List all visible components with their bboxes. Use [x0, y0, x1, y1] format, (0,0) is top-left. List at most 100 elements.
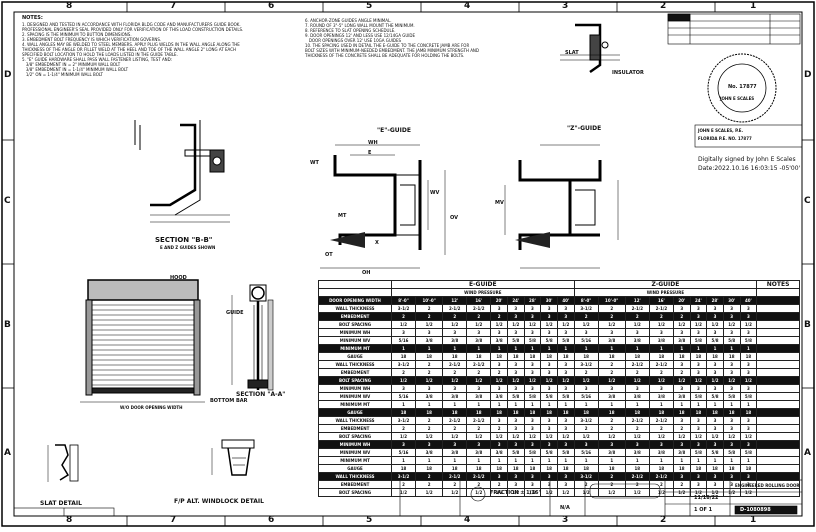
table-cell: 2	[648, 312, 674, 321]
table-cell: 1	[573, 456, 599, 465]
table-cell: 2	[624, 368, 650, 377]
table-cell: 5/8	[722, 448, 741, 457]
blank-cell	[756, 288, 800, 297]
table-cell: 18	[706, 352, 724, 361]
note-line: 2. SPACING IS THE MINIMUM TO BUTTON DIME…	[22, 32, 132, 37]
table-cell: 2-1/2	[624, 304, 650, 313]
table-cell: 3	[739, 312, 758, 321]
table-cell	[756, 344, 800, 353]
row-label: WALL THICKNESS	[318, 304, 392, 313]
table-cell	[756, 472, 800, 481]
table-cell: 3	[706, 304, 724, 313]
table-cell: 18	[540, 408, 558, 417]
table-cell: 3	[689, 416, 708, 425]
pressure-col: 24'	[506, 296, 525, 305]
zone-4-top: 4	[464, 1, 471, 11]
table-cell: 1/2	[739, 320, 758, 329]
table-cell: 1	[540, 456, 558, 465]
table-cell: 3	[739, 416, 758, 425]
table-cell: 1	[490, 344, 508, 353]
table-cell: 3	[722, 384, 741, 393]
slat-label: SLAT	[565, 50, 579, 56]
table-cell: 2	[415, 360, 444, 369]
note-line: 3/8" EMBEDMENT IN = 2" MINIMUM WALL BOLT	[22, 62, 121, 67]
table-cell: 3	[689, 440, 708, 449]
table-cell: 3	[706, 424, 724, 433]
row-label: WALL THICKNESS	[318, 416, 392, 425]
table-cell: 1/2	[556, 376, 575, 385]
table-cell: 3/8	[672, 448, 691, 457]
table-cell: 3	[523, 440, 542, 449]
table-cell: 3	[556, 360, 575, 369]
table-cell: 1	[466, 400, 492, 409]
table-cell: 3-1/2	[390, 472, 417, 481]
table-cell: 3	[624, 328, 650, 337]
table-cell: 5/16	[390, 336, 417, 345]
table-cell: 1	[624, 456, 650, 465]
table-cell: 2-1/2	[624, 416, 650, 425]
table-cell: 3/8	[624, 448, 650, 457]
note-line: 1. DESIGNED AND TESTED IN ACCORDANCE WIT…	[22, 22, 241, 27]
table-cell: 3	[689, 472, 708, 481]
table-cell: 1	[442, 456, 468, 465]
table-cell: 1	[624, 344, 650, 353]
e-guide-profile	[320, 144, 446, 269]
signature-line-2: Date:2022.10.16 16:03:15 -05'00'	[698, 165, 801, 172]
table-cell: 3	[597, 328, 626, 337]
table-cell: 3	[556, 472, 575, 481]
table-cell: 5/8	[540, 448, 558, 457]
table-cell: 2-1/2	[442, 360, 468, 369]
table-cell: 1/2	[597, 376, 626, 385]
table-cell: 1	[466, 456, 492, 465]
table-cell: 18	[415, 408, 444, 417]
row-label: GAUGE	[318, 352, 392, 361]
pressure-col: 28'	[523, 296, 542, 305]
notes-block-2: 6. ANCHOR-ZONE GUIDES ANGLE MINIMAL. 7. …	[305, 18, 525, 58]
table-cell: 1	[573, 400, 599, 409]
table-cell: 2	[466, 424, 492, 433]
table-cell: 18	[722, 408, 741, 417]
table-cell: 3	[415, 384, 444, 393]
table-cell: 3/8	[466, 392, 492, 401]
table-cell: 1	[506, 400, 525, 409]
table-cell: 5/8	[523, 336, 542, 345]
table-cell: 3	[540, 360, 558, 369]
table-cell: 1/2	[523, 488, 542, 497]
table-cell: 3	[689, 384, 708, 393]
zone-1-bottom: 1	[750, 515, 757, 525]
table-cell: 3-1/2	[573, 360, 599, 369]
zone-4-bottom: 4	[464, 515, 471, 525]
table-cell: 18	[573, 352, 599, 361]
table-cell	[756, 376, 800, 385]
table-cell: 2-1/2	[624, 360, 650, 369]
table-cell: 1/2	[597, 432, 626, 441]
table-cell: 1/2	[624, 432, 650, 441]
table-cell: 2	[442, 312, 468, 321]
table-cell: 18	[442, 464, 468, 473]
blank-cell	[756, 296, 800, 305]
table-cell: 3	[573, 384, 599, 393]
table-cell: 1	[597, 456, 626, 465]
table-cell: 3	[415, 328, 444, 337]
table-cell: 18	[648, 464, 674, 473]
table-cell: 2	[490, 480, 508, 489]
table-cell: 3	[739, 472, 758, 481]
table-cell: 1/2	[648, 376, 674, 385]
table-cell: 3	[689, 304, 708, 313]
notes-block: 1. DESIGNED AND TESTED IN ACCORDANCE WIT…	[22, 22, 302, 77]
table-cell: 3/8	[490, 336, 508, 345]
zone-3-top: 3	[562, 1, 569, 11]
note-line: 3. EMBEDMENT BOLT FREQUENCY IS WHICH VER…	[22, 37, 162, 42]
zone-a-left: A	[4, 448, 11, 458]
zone-1-top: 1	[750, 1, 757, 11]
table-cell: 2	[672, 424, 691, 433]
table-cell: 1/2	[442, 488, 468, 497]
table-cell: 1/2	[689, 320, 708, 329]
table-cell: 18	[506, 464, 525, 473]
table-cell: 18	[466, 352, 492, 361]
